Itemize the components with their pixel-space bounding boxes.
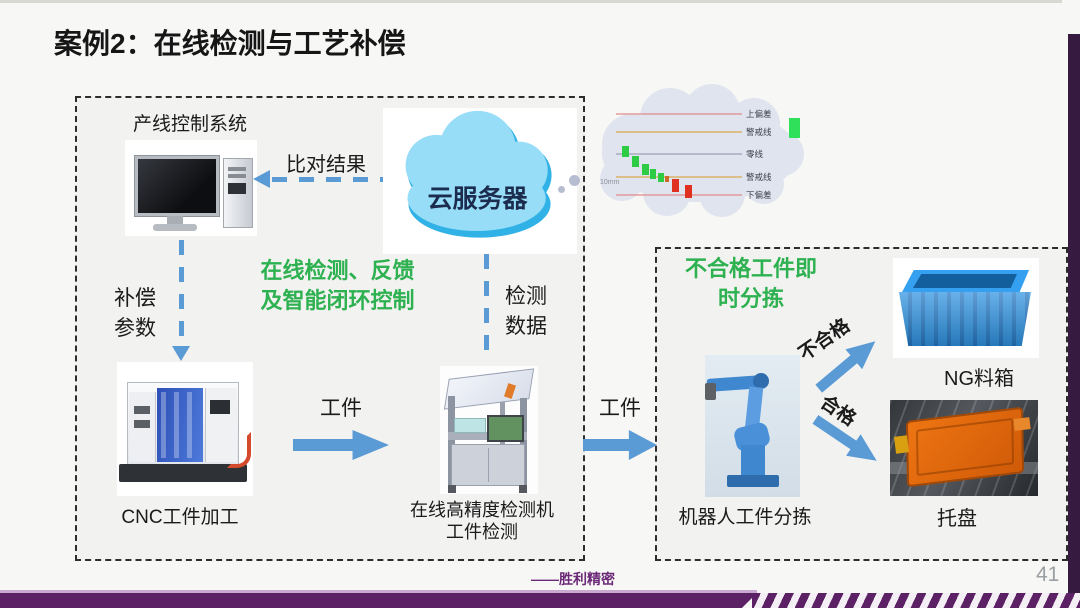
pc-tower-icon [223, 158, 253, 228]
thought-bubble-chart: 上偏差 警戒线 零线 警戒线 下偏差 10mm [592, 84, 808, 220]
tray-label: 托盘 [937, 508, 977, 530]
chart-line-label-zero: 零线 [746, 149, 764, 159]
monitor-icon [135, 156, 219, 216]
closed-loop-note-line2: 及智能闭环控制 [260, 288, 415, 313]
cnc-door [157, 388, 203, 462]
closed-loop-note: 在线检测、反馈 及智能闭环控制 [215, 256, 460, 316]
arrow-compensation-head [172, 346, 190, 361]
compensation-line1: 补偿 [114, 287, 156, 310]
closed-loop-note-line1: 在线检测、反馈 [260, 258, 415, 283]
arrow-compare-result-head [253, 170, 270, 188]
detect-data-line2: 数据 [505, 315, 547, 338]
cnc-label: CNC工件加工 [121, 507, 239, 528]
thought-dot-large [569, 175, 580, 186]
arrow-detect-data-up [484, 254, 489, 356]
page-title: 案例2：在线检测与工艺补偿 [54, 28, 406, 59]
tray-image [890, 400, 1038, 496]
detect-data-line1: 检测 [505, 285, 547, 308]
arrow-workpiece-2 [583, 430, 657, 460]
inspection-machine-image [440, 366, 538, 494]
monitor-stand [167, 216, 183, 224]
inspection-screen [487, 415, 524, 442]
sorting-note: 不合格工件即 时分拣 [660, 254, 842, 314]
ng-bin-label: NG料箱 [944, 368, 1014, 390]
sorting-note-line1: 不合格工件即 [684, 256, 817, 281]
chart-annotation: 10mm [600, 179, 620, 186]
chart-line-label-lower: 下偏差 [746, 190, 772, 200]
compensation-label: 补偿 参数 [104, 284, 166, 344]
workpiece-label-2: 工件 [599, 397, 641, 420]
thought-dot-small [558, 186, 565, 193]
detector-label-line2: 工件检测 [446, 522, 518, 542]
right-accent-bar [1068, 34, 1080, 593]
control-chart-icon: 上偏差 警戒线 零线 警戒线 下偏差 10mm [600, 84, 804, 217]
footer-bar-stripes [752, 593, 1080, 608]
top-divider [0, 0, 1062, 3]
footer-light-line [0, 590, 757, 593]
cloud-icon: 云服务器 [405, 110, 552, 238]
ng-bin-image [893, 258, 1039, 358]
arrow-compensation-down [179, 240, 184, 346]
cnc-machine-image [117, 362, 253, 496]
chart-line-label-warn-lower: 警戒线 [746, 172, 772, 182]
compensation-line2: 参数 [114, 317, 156, 340]
detect-data-label: 检测 数据 [498, 282, 554, 342]
compare-result-label: 比对结果 [286, 154, 366, 176]
arrow-compare-result [272, 177, 388, 182]
detector-label: 在线高精度检测机 工件检测 [396, 499, 568, 543]
chart-line-label-upper: 上偏差 [746, 109, 772, 119]
chart-line-label-warn-upper: 警戒线 [746, 127, 772, 137]
detector-label-line1: 在线高精度检测机 [410, 500, 554, 520]
system-label: 产线控制系统 [132, 114, 247, 135]
cloud-server-label: 云服务器 [428, 185, 529, 213]
page-number: 41 [1036, 563, 1060, 586]
monitor-base [153, 224, 197, 231]
desktop-computer-image [125, 140, 257, 236]
robot-arm-image [705, 355, 800, 497]
workpiece-label-1: 工件 [320, 397, 362, 420]
cloud-server-image: 云服务器 [383, 108, 577, 254]
robot-label: 机器人工件分拣 [678, 507, 812, 528]
brand-signature: ——胜利精密 [531, 571, 615, 587]
footer-bar-solid [0, 593, 757, 608]
sorting-note-line2: 时分拣 [717, 286, 784, 311]
